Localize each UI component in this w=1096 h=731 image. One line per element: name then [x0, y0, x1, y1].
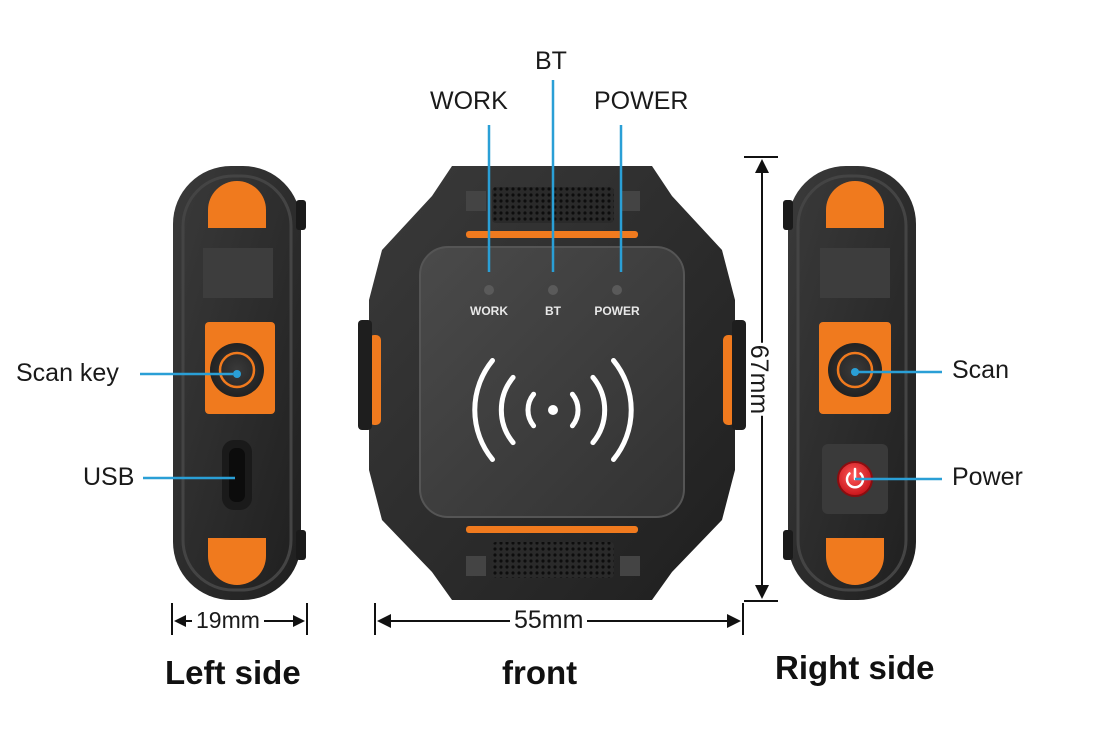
- label-power-led: POWER: [594, 87, 689, 115]
- left-top-bumper: [208, 181, 266, 228]
- work-led: [484, 285, 494, 295]
- caption-front: front: [502, 654, 578, 691]
- bt-led: [548, 285, 558, 295]
- left-bottom-bumper: [208, 538, 266, 585]
- caption-left-side: Left side: [165, 654, 301, 691]
- label-bt: BT: [535, 47, 567, 75]
- right-side-view: [783, 166, 916, 600]
- nfc-waves-icon: [472, 358, 634, 462]
- label-usb: USB: [83, 463, 135, 491]
- label-scan-key: Scan key: [16, 359, 119, 387]
- power-icon: [845, 467, 865, 489]
- bottom-accent-strip: [466, 526, 638, 533]
- print-power: POWER: [594, 304, 640, 318]
- label-power-button: Power: [952, 463, 1023, 491]
- label-work: WORK: [430, 87, 508, 115]
- left-side-view: [173, 166, 306, 600]
- caption-right-side: Right side: [775, 649, 935, 686]
- print-bt: BT: [545, 304, 562, 318]
- power-led: [612, 285, 622, 295]
- print-work: WORK: [470, 304, 508, 318]
- dim-width-side: 19mm: [192, 609, 264, 632]
- right-top-bumper: [826, 181, 884, 228]
- dim-height: 67mm: [745, 342, 774, 417]
- dim-width-front: 55mm: [510, 608, 588, 633]
- callout-lines: [140, 80, 942, 481]
- label-scan: Scan: [952, 356, 1009, 384]
- bottom-speaker-grill: [492, 542, 614, 578]
- right-bottom-bumper: [826, 538, 884, 585]
- front-view: WORK BT POWER: [358, 166, 746, 600]
